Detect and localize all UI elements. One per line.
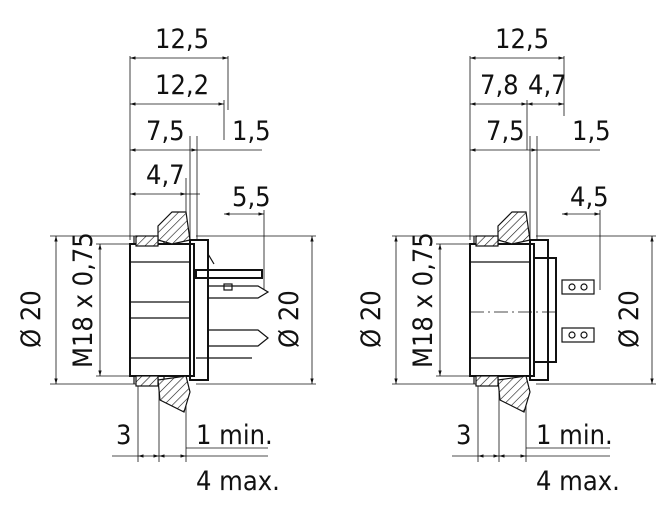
dim-thread: M18 x 0,75	[68, 232, 99, 368]
dim-inner-dia: Ø 20	[274, 290, 305, 348]
dim-panel-max: 4 max.	[196, 466, 280, 497]
dim-panel-a-r: 3	[456, 420, 471, 451]
dim-flange-r: 1,5	[572, 116, 611, 147]
right-view	[392, 56, 656, 462]
left-labels: 12,5 12,2 7,5 1,5 4,7 5,5 Ø 20 M18 x 0,7…	[16, 24, 305, 497]
dim-panel-min: 1 min.	[196, 420, 273, 451]
dim-seg-a-r: 7,8	[480, 70, 519, 101]
dim-third: 7,5	[146, 116, 185, 147]
dim-panel-min-r: 1 min.	[536, 420, 613, 451]
dim-second: 12,2	[155, 70, 209, 101]
dim-outer-dia: Ø 20	[16, 290, 47, 348]
dim-outer-dia-r: Ø 20	[356, 290, 387, 348]
dim-seg-b-r: 4,7	[528, 70, 567, 101]
dim-fourth: 4,7	[146, 160, 185, 191]
dim-pin-len-r: 4,5	[570, 182, 609, 213]
right-labels: 12,5 7,8 4,7 7,5 1,5 4,5 Ø 20 M18 x 0,75…	[356, 24, 645, 497]
dim-third-r: 7,5	[486, 116, 525, 147]
dim-panel-max-r: 4 max.	[536, 466, 620, 497]
dim-top-total: 12,5	[155, 24, 209, 55]
dim-thread-r: M18 x 0,75	[408, 232, 439, 368]
left-view	[50, 56, 316, 462]
dim-top-total-r: 12,5	[495, 24, 549, 55]
dim-inner-dia-r: Ø 20	[614, 290, 645, 348]
dim-panel-a: 3	[116, 420, 131, 451]
dim-pin-len: 5,5	[232, 182, 271, 213]
dim-flange: 1,5	[232, 116, 271, 147]
